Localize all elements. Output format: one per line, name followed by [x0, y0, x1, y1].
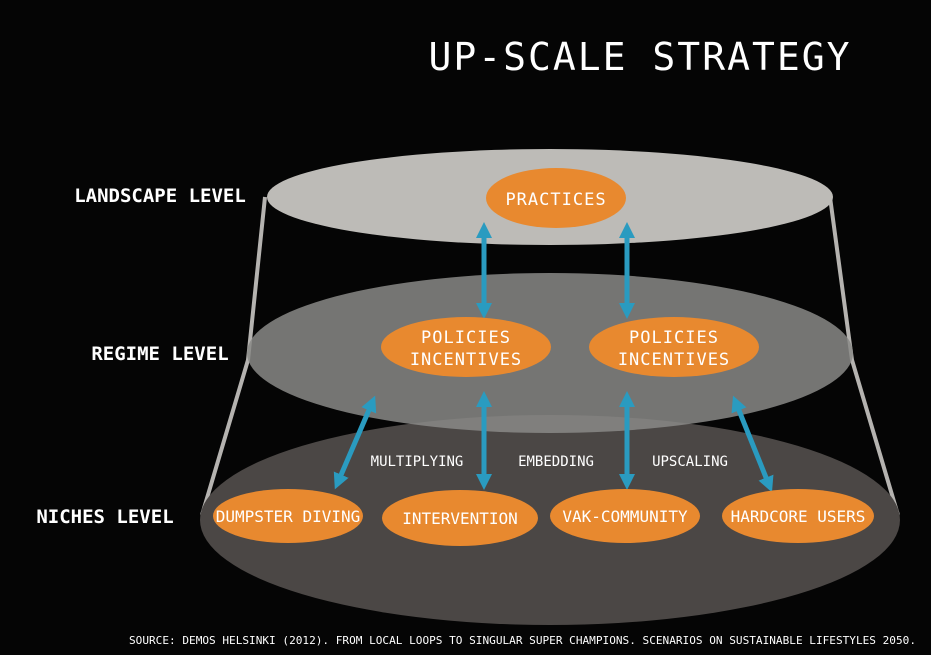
arrow-hardcore [731, 395, 774, 493]
diagram-title: UP-SCALE STRATEGY [429, 35, 852, 79]
node-practices [486, 168, 626, 228]
regime-level-label: REGIME LEVEL [91, 343, 228, 365]
node-policies-label-2: POLICIES [629, 328, 719, 348]
regime-level-ellipse [247, 273, 853, 433]
node-hardcore-users [722, 489, 874, 543]
relation-embedding: EMBEDDING [518, 454, 594, 470]
source-citation: SOURCE: DEMOS HELSINKI (2012). FROM LOCA… [129, 635, 916, 647]
node-policies-label-1: POLICIES [421, 328, 511, 348]
node-hardcore-users-label: HARDCORE USERS [731, 507, 866, 526]
node-dumpster-diving [213, 489, 363, 543]
niches-level-label: NICHES LEVEL [36, 506, 173, 528]
node-practices-label: PRACTICES [505, 190, 606, 210]
node-intervention [382, 490, 538, 546]
landscape-level-label: LANDSCAPE LEVEL [74, 185, 246, 207]
node-intervention-label: INTERVENTION [402, 509, 518, 528]
frame-line-left [200, 196, 267, 516]
node-dumpster-diving-label: DUMPSTER DIVING [216, 507, 361, 526]
arrow-multiplying [333, 395, 377, 490]
node-vak-community-label: VAK-COMMUNITY [562, 507, 688, 526]
arrows [333, 221, 774, 493]
node-incentives-label-2: INCENTIVES [618, 350, 730, 370]
node-vak-community [550, 489, 700, 543]
node-policies-incentives-2 [589, 317, 759, 377]
relation-upscaling: UPSCALING [652, 454, 728, 470]
node-policies-incentives-1 [381, 317, 551, 377]
relation-multiplying: MULTIPLYING [371, 454, 464, 470]
node-incentives-label-1: INCENTIVES [410, 350, 522, 370]
frame-line-right [828, 196, 900, 516]
